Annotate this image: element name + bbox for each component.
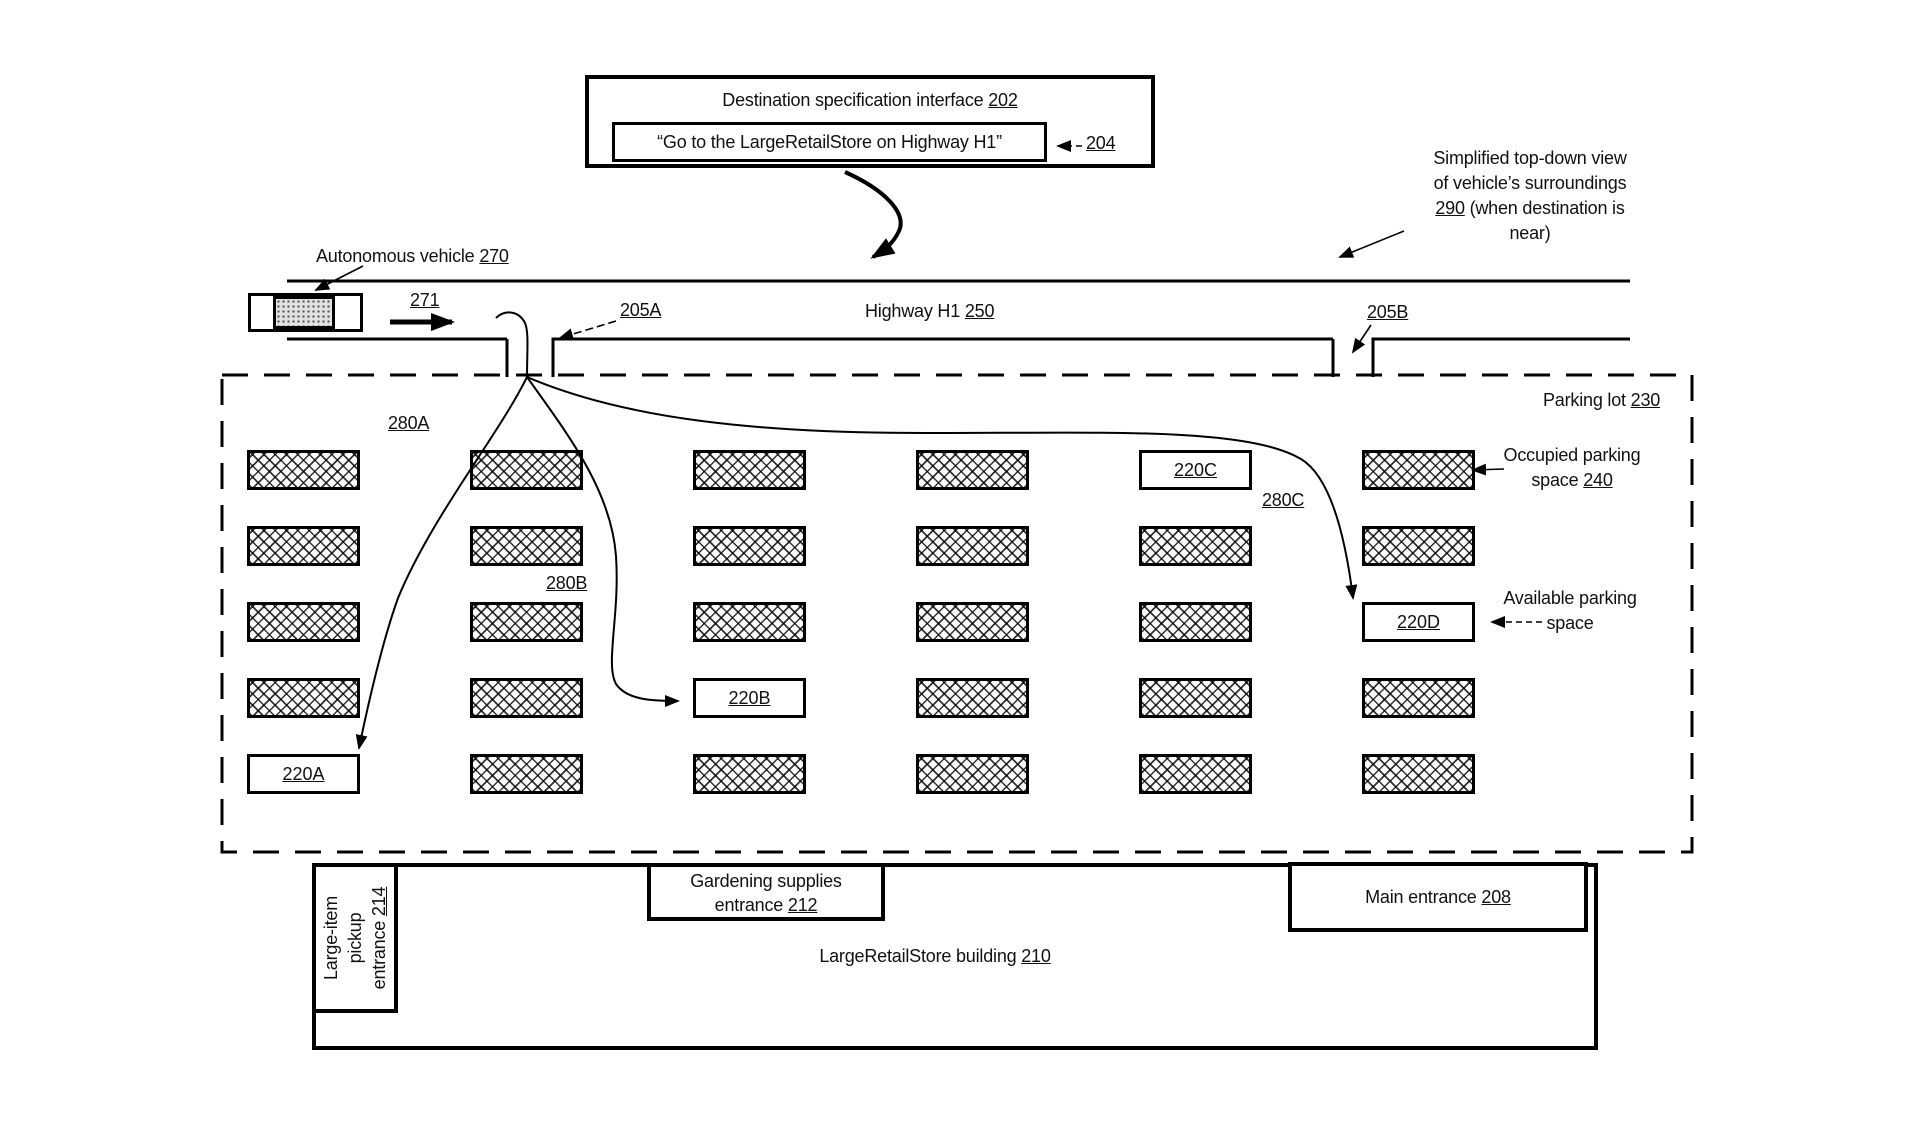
parking-space-occupied [916,602,1029,642]
destination-interface-title: Destination specification interface 202 [722,90,1018,110]
autonomous-vehicle-label: Autonomous vehicle 270 [316,246,509,266]
exit-205a-arrow [558,320,617,340]
autonomous-vehicle-icon [248,293,363,332]
parking-space-occupied [247,526,360,566]
highway-bottom-line [287,337,1630,377]
parking-space-occupied [916,526,1029,566]
parking-space-occupied [470,450,583,490]
parking-space-occupied [693,602,806,642]
parking-space-occupied [470,754,583,794]
parking-space-occupied [1139,602,1252,642]
parking-space-220C: 220C [1139,450,1252,490]
motion-271-label: 271 [410,290,440,310]
parking-space-occupied [916,450,1029,490]
destination-interface-box: Destination specification interface 202 … [585,75,1155,168]
parking-space-occupied [470,678,583,718]
exit-205a-label: 205A [620,300,662,320]
main-entrance-label: Main entrance 208 [1365,886,1511,907]
parking-space-occupied [693,526,806,566]
parking-space-occupied [1362,450,1475,490]
parking-space-occupied [247,602,360,642]
vehicle-label-arrow [314,265,364,291]
parking-space-occupied [247,678,360,718]
exit-205b-arrow [1351,324,1372,354]
route-280b-label: 280B [546,573,588,593]
parking-space-220D: 220D [1362,602,1475,642]
parking-space-occupied [1362,754,1475,794]
route-280a-label: 280A [388,413,430,433]
parking-space-occupied [247,450,360,490]
building-label: LargeRetailStore building 210 [819,946,1051,966]
command-curve-arrow [844,170,903,259]
command-text: “Go to the LargeRetailStore on Highway H… [657,131,1002,152]
parking-space-220A: 220A [247,754,360,794]
highway-label: Highway H1 250 [865,301,995,321]
entry-hook-curve [495,311,529,378]
ref-204-label: 204 [1086,133,1116,153]
parking-space-220B: 220B [693,678,806,718]
parking-space-occupied [693,754,806,794]
parking-space-occupied [916,754,1029,794]
parking-space-occupied [693,450,806,490]
parking-grid: 220C 220D 220B 220A [222,375,1692,852]
parking-space-occupied [1139,678,1252,718]
parking-space-occupied [1362,526,1475,566]
parking-space-occupied [1362,678,1475,718]
main-entrance-box: Main entrance 208 [1288,862,1588,932]
exit-205b-label: 205B [1367,302,1409,322]
vehicle-body-icon [273,296,335,329]
command-box: “Go to the LargeRetailStore on Highway H… [612,122,1047,162]
parking-space-occupied [1139,754,1252,794]
ref-290-arrow [1338,230,1405,258]
parking-space-occupied [470,602,583,642]
parking-space-occupied [1139,526,1252,566]
parking-space-occupied [916,678,1029,718]
route-280c-label: 280C [1262,490,1305,510]
parking-space-occupied [470,526,583,566]
